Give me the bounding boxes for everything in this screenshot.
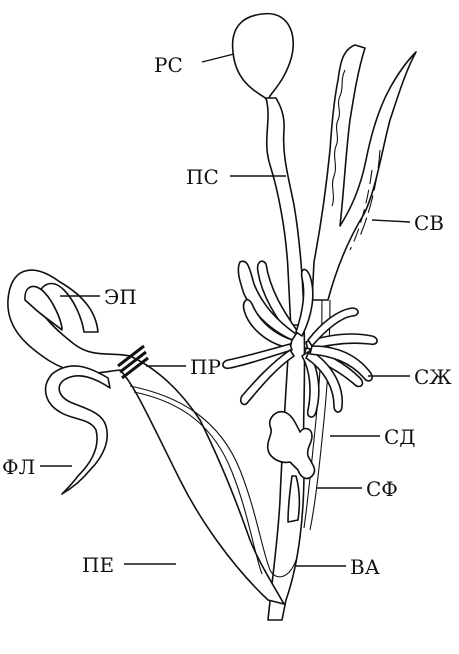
- label-ps: ПС: [186, 165, 219, 189]
- label-ep: ЭП: [104, 285, 137, 309]
- label-va: ВА: [350, 555, 380, 579]
- label-rs: РС: [154, 53, 183, 77]
- spermatheca: [233, 14, 294, 100]
- label-pr: ПР: [190, 355, 221, 379]
- label-sf: СФ: [366, 477, 398, 501]
- label-sv: СВ: [414, 211, 444, 235]
- flagellum: [46, 366, 110, 494]
- label-szh: СЖ: [414, 365, 452, 389]
- leader-rs: [202, 54, 234, 62]
- label-sd: СД: [384, 425, 416, 449]
- seminal-vesicle: [312, 45, 416, 300]
- penis-loop: [8, 270, 284, 604]
- label-pe: ПЕ: [82, 553, 114, 577]
- leader-sv: [372, 220, 410, 222]
- label-fl: ФЛ: [2, 455, 35, 479]
